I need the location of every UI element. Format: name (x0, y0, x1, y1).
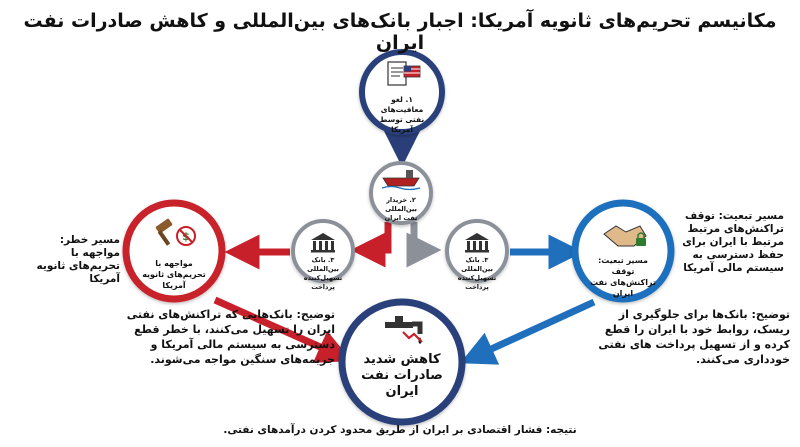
buyer-label: ۲. خریدار بین‌المللی نفت ایران (384, 196, 418, 222)
node-waiver (359, 49, 445, 135)
right-explanation: توضیح: بانک‌ها برای جلوگیری از ریسک، روا… (598, 308, 790, 366)
bank-icon (311, 233, 335, 253)
result-label: کاهش شدید صادرات نفت ایران (361, 352, 443, 399)
node-result (338, 298, 466, 426)
stop-label: مسیر تبعیت: توقف تراکنش‌های نفت ایران (590, 256, 656, 298)
conclusion-text: نتیجه: فشار اقتصادی بر ایران از طریق محد… (223, 424, 577, 436)
sanction-label: مواجهه با تحریم‌های ثانویه آمریکا (142, 259, 206, 290)
arrow-sanction-to-result (213, 296, 352, 363)
handshake-icon (603, 225, 647, 247)
bank-right-label: ۳. بانک بین‌المللی تسهیل‌کننده پرداخت (457, 256, 497, 291)
oil-valve-down-icon (385, 316, 423, 344)
node-stop (571, 199, 675, 303)
bank-left-label: ۳. بانک بین‌المللی تسهیل‌کننده پرداخت (303, 256, 343, 291)
arrow-buyer-to-left-bank (350, 222, 392, 268)
comply-path-label: مسیر تبعیت: توقف تراکنش‌های مرتبط مرتبط … (682, 210, 784, 274)
node-bank-right (445, 219, 509, 283)
node-sanction: $ (122, 199, 226, 303)
document-flag-icon (387, 61, 421, 86)
left-explanation: توضیح: بانک‌هایی که تراکنش‌های نفتی ایرا… (126, 308, 335, 366)
page-title: مکانیسم تحریم‌های ثانویه آمریکا: اجبار ب… (23, 10, 777, 54)
node-buyer (369, 161, 433, 225)
risk-path-label: مسیر خطر: مواجهه با تحریم‌های ثانویه آمر… (36, 234, 120, 285)
arrow-buyer-to-right-bank (406, 222, 442, 268)
gavel-dollar-icon: $ (155, 218, 196, 246)
arrow-stop-to-result (460, 298, 596, 365)
oil-tanker-icon (381, 170, 421, 191)
bank-icon (465, 233, 489, 253)
node-bank-left (291, 219, 355, 283)
waiver-label: ۱. لغو معافیت‌های نفتی توسط آمریکا (379, 95, 425, 134)
